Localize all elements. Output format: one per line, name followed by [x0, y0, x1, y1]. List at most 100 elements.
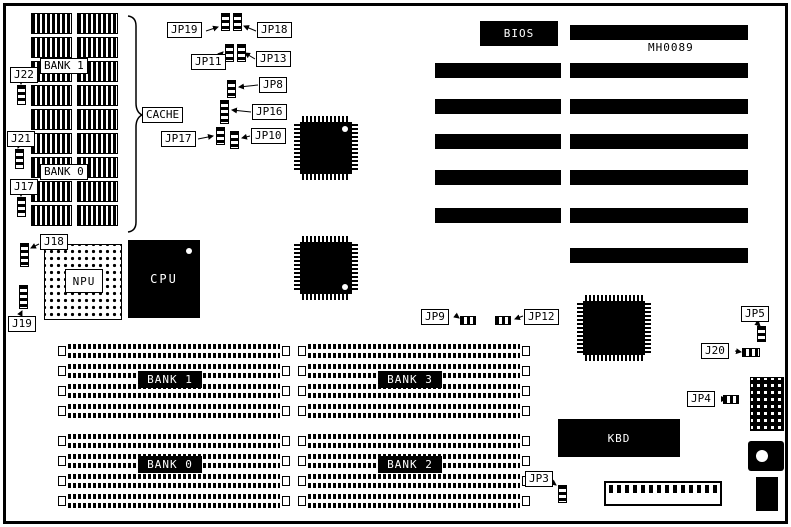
jp8-label: JP8: [259, 77, 287, 93]
power-connector: [756, 477, 778, 511]
simm-end-tab: [298, 406, 306, 416]
simm-end-tab: [58, 386, 66, 396]
dip-chip: [77, 13, 118, 34]
expansion-slot: [570, 99, 748, 114]
simm-group-left: [58, 344, 290, 508]
qfp-chip: [577, 295, 651, 361]
jumper-block: [237, 44, 246, 62]
dip-chip: [31, 109, 72, 130]
simm-end-tab: [58, 406, 66, 416]
pin-row: [302, 236, 350, 242]
simm-pin-row: [308, 404, 520, 418]
simm-bank1-label: BANK 1: [138, 371, 202, 388]
pin-grid-connector: [750, 377, 784, 431]
dip-chip: [77, 133, 118, 154]
simm-end-tab: [282, 436, 290, 446]
jp4-label: JP4: [687, 391, 715, 407]
simm-slot: [58, 434, 290, 448]
pin-row: [302, 294, 350, 300]
jumper-block: [19, 285, 28, 309]
j19-label: J19: [8, 316, 36, 332]
simm-end-tab: [282, 386, 290, 396]
board-id-text: MH0089: [648, 41, 694, 54]
cache-label: CACHE: [142, 107, 184, 123]
simm-end-tab: [522, 456, 530, 466]
simm-end-tab: [282, 366, 290, 376]
dip-chip: [31, 37, 72, 58]
simm-pin-row: [308, 474, 520, 488]
simm-group-right: [298, 344, 530, 508]
jumper-block: [558, 485, 567, 503]
dip-chip: [31, 133, 72, 154]
chip-body: [300, 242, 352, 294]
jp11-label: JP11: [191, 54, 226, 70]
simm-slot: [58, 344, 290, 358]
simm-slot: [58, 474, 290, 488]
expansion-slot: [435, 170, 561, 185]
pin-row: [302, 174, 350, 180]
pin1-dot: [342, 284, 348, 290]
expansion-slot: [435, 208, 561, 223]
simm-pin-row: [68, 344, 280, 358]
simm-bank3-label: BANK 3: [378, 371, 442, 388]
jp3-label: JP3: [525, 471, 553, 487]
j20-label: J20: [701, 343, 729, 359]
simm-pin-row: [308, 344, 520, 358]
cpu-chip: CPU: [128, 240, 200, 318]
pin-row: [294, 244, 300, 292]
cache-chip-array: [31, 13, 118, 226]
jp5-label: JP5: [741, 306, 769, 322]
expansion-slot: [570, 170, 748, 185]
simm-slot: [298, 474, 530, 488]
dip-chip: [77, 205, 118, 226]
jp9-label: JP9: [421, 309, 449, 325]
simm-pin-row: [308, 494, 520, 508]
expansion-slot: [435, 134, 561, 149]
simm-end-tab: [522, 406, 530, 416]
jp18-label: JP18: [257, 22, 292, 38]
jp13-label: JP13: [256, 51, 291, 67]
pin-row: [577, 303, 583, 353]
j21-label: J21: [7, 131, 35, 147]
dip-chip: [77, 181, 118, 202]
chip-body: [583, 301, 645, 355]
simm-end-tab: [282, 406, 290, 416]
simm-slot: [298, 344, 530, 358]
jumper-block: [17, 197, 26, 217]
expansion-slot: [570, 208, 748, 223]
dip-chip: [77, 37, 118, 58]
simm-end-tab: [298, 456, 306, 466]
jumper-block: [20, 243, 29, 267]
j18-label: J18: [40, 234, 68, 250]
simm-end-tab: [58, 476, 66, 486]
jumper-block: [230, 131, 239, 149]
simm-end-tab: [58, 346, 66, 356]
expansion-slot: [570, 134, 748, 149]
board-outline: [3, 3, 788, 524]
simm-end-tab: [298, 366, 306, 376]
pin-row: [645, 303, 651, 353]
pin1-dot: [186, 248, 192, 254]
simm-end-tab: [58, 496, 66, 506]
pin-row: [352, 244, 358, 292]
simm-end-tab: [298, 476, 306, 486]
simm-end-tab: [282, 346, 290, 356]
simm-slot: [298, 434, 530, 448]
simm-end-tab: [298, 496, 306, 506]
jumper-block: [220, 100, 229, 124]
simm-slot: [58, 384, 290, 398]
simm-end-tab: [58, 456, 66, 466]
simm-pin-row: [68, 474, 280, 488]
simm-end-tab: [298, 346, 306, 356]
simm-bank0-label: BANK 0: [138, 456, 202, 473]
simm-end-tab: [282, 476, 290, 486]
dip-chip: [31, 13, 72, 34]
cache-bank0-label: BANK 0: [40, 164, 88, 180]
pin-row: [294, 124, 300, 172]
pin-row: [585, 295, 643, 301]
jumper-block: [757, 326, 766, 342]
simm-end-tab: [58, 436, 66, 446]
din-hole: [756, 450, 768, 462]
jumper-block: [495, 316, 511, 325]
